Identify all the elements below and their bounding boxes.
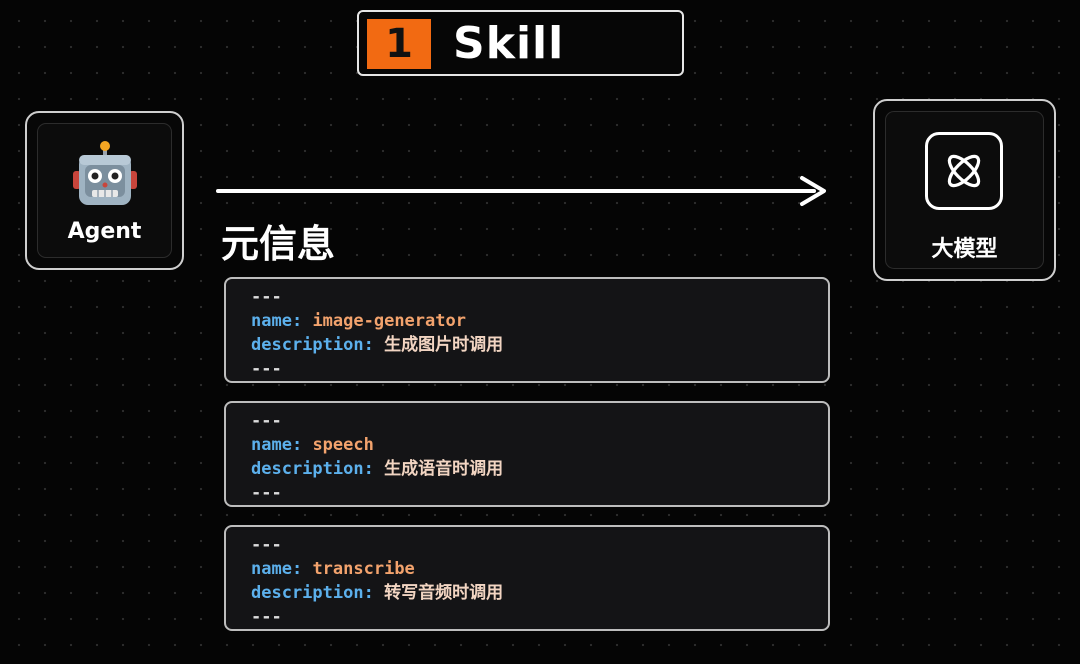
skill-metadata-card: --- name: transcribe description: 转写音频时调… [224, 525, 830, 631]
name-key: name: [251, 311, 303, 331]
name-line: name: transcribe [251, 557, 828, 581]
description-key: description: [251, 459, 374, 479]
step-number-badge: 1 [367, 19, 431, 69]
model-label: 大模型 [931, 237, 998, 262]
skill-metadata-card: --- name: speech description: 生成语音时调用 --… [224, 401, 830, 507]
title-text: Skill [453, 18, 565, 69]
frontmatter-open-delimiter: --- [251, 287, 282, 307]
frontmatter-open-delimiter: --- [251, 411, 282, 431]
flow-arrow [216, 176, 826, 206]
name-value: transcribe [312, 559, 415, 579]
frontmatter-close-delimiter: --- [251, 607, 282, 627]
agent-label: Agent [67, 219, 142, 244]
robot-icon [73, 141, 137, 205]
description-line: description: 生成语音时调用 [251, 457, 828, 481]
description-value: 生成语音时调用 [384, 459, 504, 479]
name-value: image-generator [312, 311, 466, 331]
description-line: description: 转写音频时调用 [251, 581, 828, 605]
name-key: name: [251, 559, 303, 579]
metadata-heading: 元信息 [221, 222, 336, 266]
description-key: description: [251, 583, 374, 603]
name-value: speech [312, 435, 374, 455]
name-line: name: image-generator [251, 309, 828, 333]
name-line: name: speech [251, 433, 828, 457]
agent-node: Agent [25, 111, 184, 270]
description-value: 转写音频时调用 [384, 583, 504, 603]
frontmatter-close-delimiter: --- [251, 359, 282, 379]
description-line: description: 生成图片时调用 [251, 333, 828, 357]
description-key: description: [251, 335, 374, 355]
name-key: name: [251, 435, 303, 455]
model-node: 大模型 [873, 99, 1056, 281]
ai-model-icon [925, 132, 1003, 210]
skill-metadata-list: --- name: image-generator description: 生… [224, 277, 830, 649]
skill-metadata-card: --- name: image-generator description: 生… [224, 277, 830, 383]
frontmatter-close-delimiter: --- [251, 483, 282, 503]
title-banner: 1 Skill [357, 10, 684, 76]
frontmatter-open-delimiter: --- [251, 535, 282, 555]
description-value: 生成图片时调用 [384, 335, 504, 355]
